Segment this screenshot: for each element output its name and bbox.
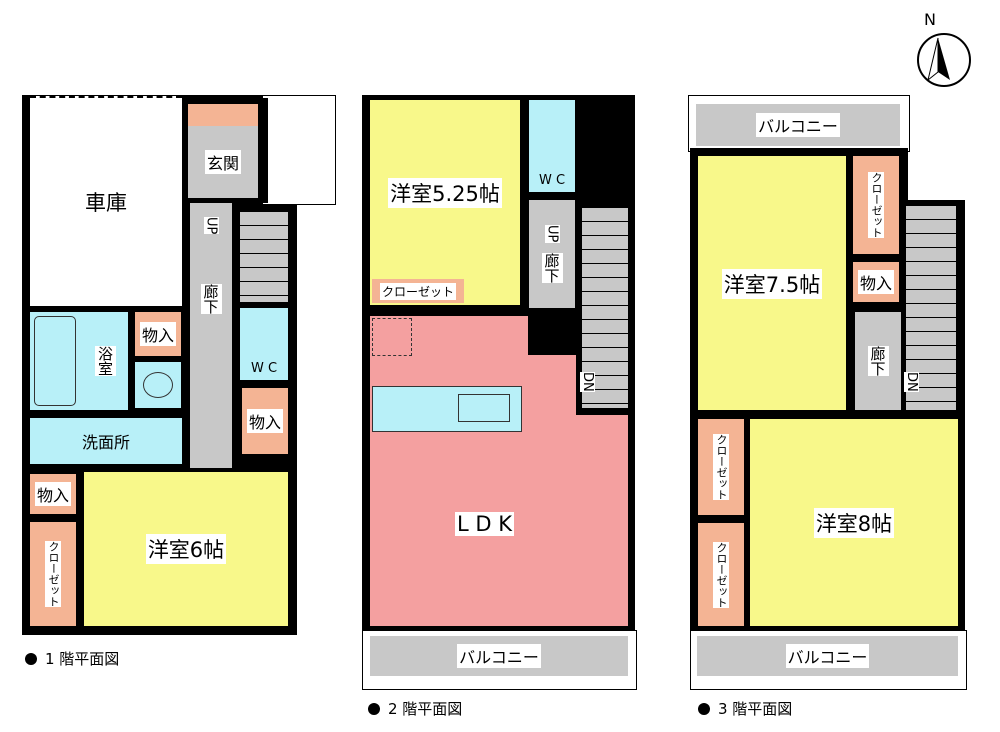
entrance: 玄関 [188,126,258,198]
balcony-3f-bottom: バルコニー [697,636,958,676]
garage: 車庫 [30,96,182,306]
floor-2-caption: 2 階平面図 [368,698,462,719]
storage-1f-c: 物入 [30,474,76,514]
north-label: N [924,10,936,29]
toilet-1f: W C [240,308,288,380]
closet-3f-c: クローゼット [698,523,744,626]
ldk [370,316,528,626]
western-room-5-25: 洋室5.25帖 [370,100,520,305]
floor-1-caption: 1 階平面図 [25,648,119,669]
staircase-1f [240,212,288,302]
closet-3f-a: クローゼット [853,156,899,254]
balcony-2f: バルコニー [370,636,628,676]
down-label-2f: DN [580,372,595,392]
north-compass: N [916,10,972,90]
closet-3f-b: クローゼット [698,419,744,515]
hallway-2f: UP 廊下 [529,200,575,308]
toilet-2f: W C [529,100,575,192]
compass-arrow-icon [917,33,971,87]
floor-3-caption: 3 階平面図 [698,698,792,719]
bathroom: 浴室 [30,312,128,410]
down-label-3f: DN [904,372,919,392]
closet-1f: クローゼット [30,522,76,626]
washroom: 洗面所 [30,418,182,464]
hallway-1f: UP 廊下 [190,203,232,468]
hallway-3f: 廊下 [855,312,901,410]
western-room-8: 洋室8帖 [750,419,958,626]
balcony-3f-top: バルコニー [696,104,900,146]
western-room-6: 洋室6帖 [84,472,288,626]
ldk-label: L D K [455,512,514,536]
closet-2f: クローゼット [372,279,464,303]
storage-1f-b: 物入 [242,388,288,454]
storage-1f-a: 物入 [135,312,181,356]
western-room-7-5: 洋室7.5帖 [698,156,846,412]
storage-3f: 物入 [853,262,899,302]
